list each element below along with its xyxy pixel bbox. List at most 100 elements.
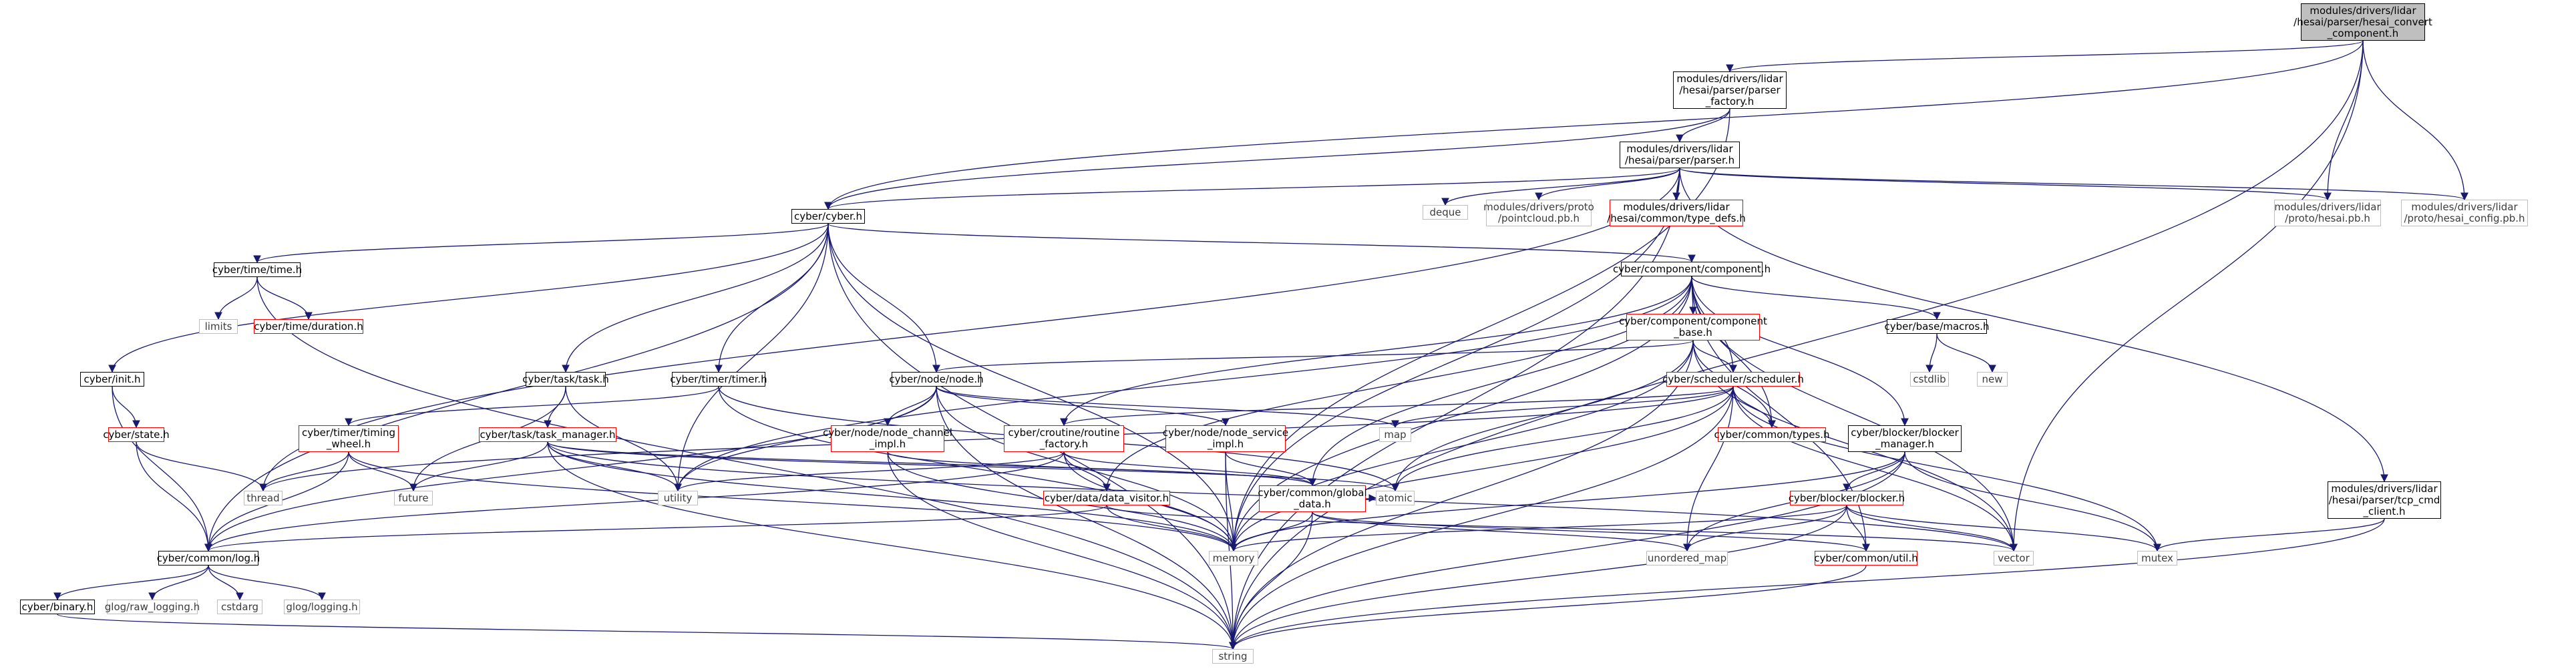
node-label: cyber/data/data_visitor.h xyxy=(1044,491,1169,504)
node-atomic[interactable]: atomic xyxy=(1376,491,1415,505)
node-unmap[interactable]: unordered_map xyxy=(1646,551,1728,566)
edge-pfactory-to-cyber xyxy=(824,108,1730,210)
node-string[interactable]: string xyxy=(1212,649,1254,664)
node-label: modules/drivers/lidar /hesai/common/type… xyxy=(1607,201,1746,224)
edge-globaldata-to-unmap xyxy=(1312,511,1691,552)
edge-parser-to-string xyxy=(1229,168,1680,650)
node-cyber[interactable]: cyber/cyber.h xyxy=(791,209,865,224)
node-label: cyber/base/macros.h xyxy=(1884,320,1990,332)
node-limits[interactable]: limits xyxy=(199,319,238,334)
node-blocker[interactable]: cyber/blocker/blocker.h xyxy=(1789,491,1905,505)
node-memory[interactable]: memory xyxy=(1209,551,1258,566)
node-deque[interactable]: deque xyxy=(1423,205,1468,220)
node-label: string xyxy=(1218,650,1248,662)
edge-cyber-to-timeh xyxy=(253,223,829,264)
node-label: cyber/scheduler/scheduler.h xyxy=(1662,373,1804,385)
edge-cyber-to-task xyxy=(562,223,829,373)
edge-node-to-nodechan xyxy=(884,386,937,427)
node-label: cyber/common/types.h xyxy=(1714,428,1830,441)
node-twheel[interactable]: cyber/timer/timing _wheel.h xyxy=(299,425,399,452)
node-node[interactable]: cyber/node/node.h xyxy=(889,372,984,387)
node-label: cyber/blocker/blocker _manager.h xyxy=(1851,427,1959,450)
node-component[interactable]: cyber/component/component.h xyxy=(1613,262,1771,276)
edge-blockermgr-to-mutex xyxy=(1904,451,2161,552)
node-blockermgr[interactable]: cyber/blocker/blocker _manager.h xyxy=(1848,425,1962,452)
node-hesaiconfig[interactable]: modules/drivers/lidar /proto/hesai_confi… xyxy=(2401,200,2528,226)
node-label: cyber/common/util.h xyxy=(1814,551,1918,564)
node-timer[interactable]: cyber/timer/timer.h xyxy=(670,372,767,387)
node-tcpcmd[interactable]: modules/drivers/lidar /hesai/parser/tcp_… xyxy=(2328,481,2441,519)
edge-parser-to-tcpcmd xyxy=(1679,168,2388,483)
edge-blocker-to-util xyxy=(1846,505,1870,552)
node-pfactory[interactable]: modules/drivers/lidar /hesai/parser/pars… xyxy=(1673,71,1787,109)
node-label: deque xyxy=(1429,206,1461,218)
node-label: map xyxy=(1384,428,1407,441)
node-glog[interactable]: glog/logging.h xyxy=(284,600,360,614)
node-taskmgr[interactable]: cyber/task/task_manager.h xyxy=(479,427,616,442)
node-rawlog[interactable]: glog/raw_logging.h xyxy=(104,600,200,614)
node-thread[interactable]: thread xyxy=(244,491,283,505)
node-label: new xyxy=(1982,373,2003,385)
node-future[interactable]: future xyxy=(394,491,433,505)
edge-nodechan-to-globaldata xyxy=(887,451,1316,487)
node-globaldata[interactable]: cyber/common/global _data.h xyxy=(1258,485,1367,512)
node-label: cyber/timer/timing _wheel.h xyxy=(301,427,396,450)
edge-routine-to-globaldata xyxy=(1063,451,1316,487)
node-vector[interactable]: vector xyxy=(1994,551,2034,566)
node-parser[interactable]: modules/drivers/lidar /hesai/parser/pars… xyxy=(1620,142,1740,168)
node-init[interactable]: cyber/init.h xyxy=(80,372,144,387)
node-cstdlib[interactable]: cstdlib xyxy=(1910,372,1949,387)
node-state[interactable]: cyber/state.h xyxy=(103,427,170,442)
node-label: glog/raw_logging.h xyxy=(104,600,200,613)
node-label: modules/drivers/lidar /hesai/parser/pars… xyxy=(1676,72,1783,107)
edge-taskmgr-to-memory xyxy=(547,441,1238,552)
edge-cyber-to-init xyxy=(108,223,829,373)
node-utility[interactable]: utility xyxy=(658,491,698,505)
node-label: cyber/task/task.h xyxy=(522,373,609,385)
node-hesaipb[interactable]: modules/drivers/lidar /proto/hesai.pb.h xyxy=(2274,200,2381,226)
node-util[interactable]: cyber/common/util.h xyxy=(1814,551,1918,566)
node-label: unordered_map xyxy=(1647,551,1727,564)
node-typedefs[interactable]: modules/drivers/lidar /hesai/common/type… xyxy=(1607,200,1746,226)
node-duration[interactable]: cyber/time/duration.h xyxy=(254,319,363,334)
edge-routine-to-utility xyxy=(674,451,1065,492)
node-label: thread xyxy=(246,491,280,504)
node-map[interactable]: map xyxy=(1379,427,1411,442)
node-newh[interactable]: new xyxy=(1977,372,2008,387)
node-binary[interactable]: cyber/binary.h xyxy=(20,600,95,614)
node-label: cstdlib xyxy=(1913,373,1946,385)
node-routine[interactable]: cyber/croutine/routine _factory.h xyxy=(1004,425,1124,452)
node-label: cyber/state.h xyxy=(103,428,170,441)
node-label: memory xyxy=(1212,551,1255,564)
node-types[interactable]: cyber/common/types.h xyxy=(1714,427,1830,442)
edge-blocker-to-unmap xyxy=(1683,505,1847,552)
node-nodesvc[interactable]: cyber/node/node_service _impl.h xyxy=(1163,425,1288,452)
node-nodechan[interactable]: cyber/node/node_channel _impl.h xyxy=(823,425,952,452)
edge-log-to-glog xyxy=(208,565,326,601)
edge-globaldata-to-string xyxy=(1229,511,1313,650)
edge-pfactory-to-memory xyxy=(1230,108,1730,552)
edge-component-to-blockermgr xyxy=(1691,276,1909,427)
node-timeh[interactable]: cyber/time/time.h xyxy=(212,262,302,277)
node-pointcloud[interactable]: modules/drivers/proto /pointcloud.pb.h xyxy=(1483,200,1594,226)
node-log[interactable]: cyber/common/log.h xyxy=(157,551,260,566)
edge-log-to-binary xyxy=(53,565,209,601)
node-datavisitor[interactable]: cyber/data/data_visitor.h xyxy=(1043,491,1170,505)
node-task[interactable]: cyber/task/task.h xyxy=(522,372,609,387)
edge-root-to-cyber xyxy=(824,40,2364,210)
edge-node-to-string xyxy=(936,386,1237,650)
edge-compbase-to-scheduler xyxy=(1692,340,1737,373)
edge-timeh-to-duration xyxy=(256,276,313,320)
node-macros[interactable]: cyber/base/macros.h xyxy=(1884,319,1990,334)
node-compbase[interactable]: cyber/component/component _base.h xyxy=(1619,314,1767,341)
node-cstdarg[interactable]: cstdarg xyxy=(217,600,262,614)
node-label: atomic xyxy=(1378,491,1413,504)
edge-scheduler-to-thread xyxy=(259,386,1734,492)
node-label: limits xyxy=(204,320,232,332)
edge-root-to-pfactory xyxy=(1726,40,2364,73)
node-scheduler[interactable]: cyber/scheduler/scheduler.h xyxy=(1662,372,1804,387)
node-mutex[interactable]: mutex xyxy=(2137,551,2177,566)
edge-tcpcmd-to-string xyxy=(1229,518,2385,650)
edge-parser-to-cyber xyxy=(824,168,1680,210)
